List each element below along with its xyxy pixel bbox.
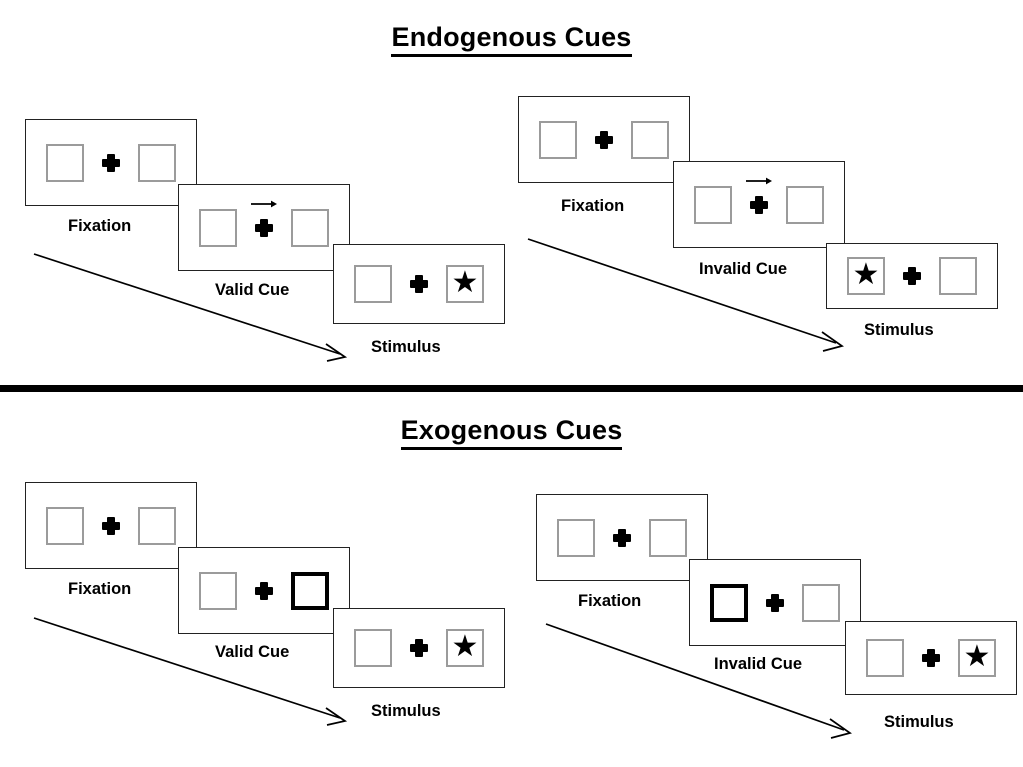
caption-exogenous-valid-stimulus: Stimulus xyxy=(371,702,441,720)
stimulus-box-right xyxy=(138,506,176,545)
panel-content: ★ xyxy=(354,629,484,667)
panel-exogenous-valid-cue xyxy=(178,547,350,634)
panel-content xyxy=(694,177,824,224)
stimulus-box-right xyxy=(649,518,687,557)
panel-endogenous-valid-stimulus: ★ xyxy=(333,244,505,324)
stimulus-box-left xyxy=(354,265,392,303)
stimulus-box-left xyxy=(539,120,577,159)
stimulus-box-right xyxy=(631,120,669,159)
stimulus-box-left xyxy=(46,143,84,182)
section-divider xyxy=(0,385,1023,392)
caption-exogenous-valid-cue: Valid Cue xyxy=(215,643,290,661)
panel-endogenous-invalid-cue xyxy=(673,161,845,248)
fixation-cross-icon xyxy=(98,513,124,539)
panel-exogenous-invalid-stimulus: ★ xyxy=(845,621,1017,695)
stimulus-box-right-target: ★ xyxy=(446,265,484,303)
stimulus-box-right xyxy=(939,257,977,295)
fixation-cross-icon xyxy=(98,150,124,176)
caption-endogenous-valid-fixation: Fixation xyxy=(68,217,132,235)
star-icon: ★ xyxy=(852,258,880,291)
arrow-right-icon xyxy=(251,200,277,207)
stimulus-box-left-target: ★ xyxy=(847,257,885,295)
fixation-cross-icon xyxy=(251,215,277,241)
caption-endogenous-invalid-fixation: Fixation xyxy=(561,197,625,215)
panel-content xyxy=(46,506,176,545)
caption-endogenous-valid-cue: Valid Cue xyxy=(215,281,290,299)
stimulus-box-left xyxy=(866,639,904,677)
fixation-cross-icon xyxy=(609,525,635,551)
arrow-right-icon xyxy=(746,177,772,184)
panel-content xyxy=(710,583,840,622)
time-flow-arrow-endogenous-invalid xyxy=(527,238,844,352)
time-flow-arrow-exogenous-invalid xyxy=(545,623,852,739)
caption-exogenous-invalid-stimulus: Stimulus xyxy=(884,713,954,731)
caption-exogenous-valid-fixation: Fixation xyxy=(68,580,132,598)
stimulus-box-right-cued xyxy=(291,571,329,610)
panel-content xyxy=(46,143,176,182)
panel-exogenous-valid-fixation xyxy=(25,482,197,569)
panel-exogenous-valid-stimulus: ★ xyxy=(333,608,505,688)
cue-region xyxy=(732,177,786,218)
stimulus-box-left xyxy=(199,571,237,610)
star-icon: ★ xyxy=(451,266,479,299)
star-icon: ★ xyxy=(963,640,991,673)
section-title-exogenous-text: Exogenous Cues xyxy=(400,415,623,450)
fixation-cross-icon xyxy=(591,127,617,153)
stimulus-box-right xyxy=(291,208,329,247)
panel-content xyxy=(199,571,329,610)
time-flow-arrow-endogenous-valid xyxy=(33,253,348,362)
stimulus-box-right xyxy=(138,143,176,182)
panel-endogenous-valid-cue xyxy=(178,184,350,271)
stimulus-box-left xyxy=(46,506,84,545)
panel-content: ★ xyxy=(847,257,977,295)
stimulus-box-right-target: ★ xyxy=(446,629,484,667)
stimulus-box-left xyxy=(694,185,732,224)
panel-exogenous-invalid-fixation xyxy=(536,494,708,581)
panel-content: ★ xyxy=(866,639,996,677)
stimulus-box-left xyxy=(354,629,392,667)
section-title-exogenous: Exogenous Cues xyxy=(0,415,1023,450)
cue-region xyxy=(237,200,291,241)
panel-endogenous-valid-fixation xyxy=(25,119,197,206)
caption-endogenous-invalid-stimulus: Stimulus xyxy=(864,321,934,339)
star-icon: ★ xyxy=(451,630,479,663)
fixation-cross-icon xyxy=(406,271,432,297)
panel-exogenous-invalid-cue xyxy=(689,559,861,646)
caption-endogenous-valid-stimulus: Stimulus xyxy=(371,338,441,356)
fixation-cross-icon xyxy=(762,590,788,616)
stimulus-box-right xyxy=(786,185,824,224)
stimulus-box-left xyxy=(199,208,237,247)
fixation-cross-icon xyxy=(899,263,925,289)
fixation-cross-icon xyxy=(251,578,277,604)
panel-content xyxy=(199,200,329,247)
panel-endogenous-invalid-fixation xyxy=(518,96,690,183)
stimulus-box-left-cued xyxy=(710,583,748,622)
panel-content xyxy=(557,518,687,557)
stimulus-box-right xyxy=(802,583,840,622)
panel-content xyxy=(539,120,669,159)
fixation-cross-icon xyxy=(918,645,944,671)
stimulus-box-left xyxy=(557,518,595,557)
time-flow-arrow-exogenous-valid xyxy=(33,617,348,726)
section-title-endogenous: Endogenous Cues xyxy=(0,22,1023,57)
section-title-endogenous-text: Endogenous Cues xyxy=(391,22,632,57)
panel-content: ★ xyxy=(354,265,484,303)
stimulus-box-right-target: ★ xyxy=(958,639,996,677)
caption-exogenous-invalid-cue: Invalid Cue xyxy=(714,655,803,673)
fixation-cross-icon xyxy=(406,635,432,661)
caption-endogenous-invalid-cue: Invalid Cue xyxy=(699,260,788,278)
caption-exogenous-invalid-fixation: Fixation xyxy=(578,592,642,610)
panel-endogenous-invalid-stimulus: ★ xyxy=(826,243,998,309)
fixation-cross-icon xyxy=(746,192,772,218)
